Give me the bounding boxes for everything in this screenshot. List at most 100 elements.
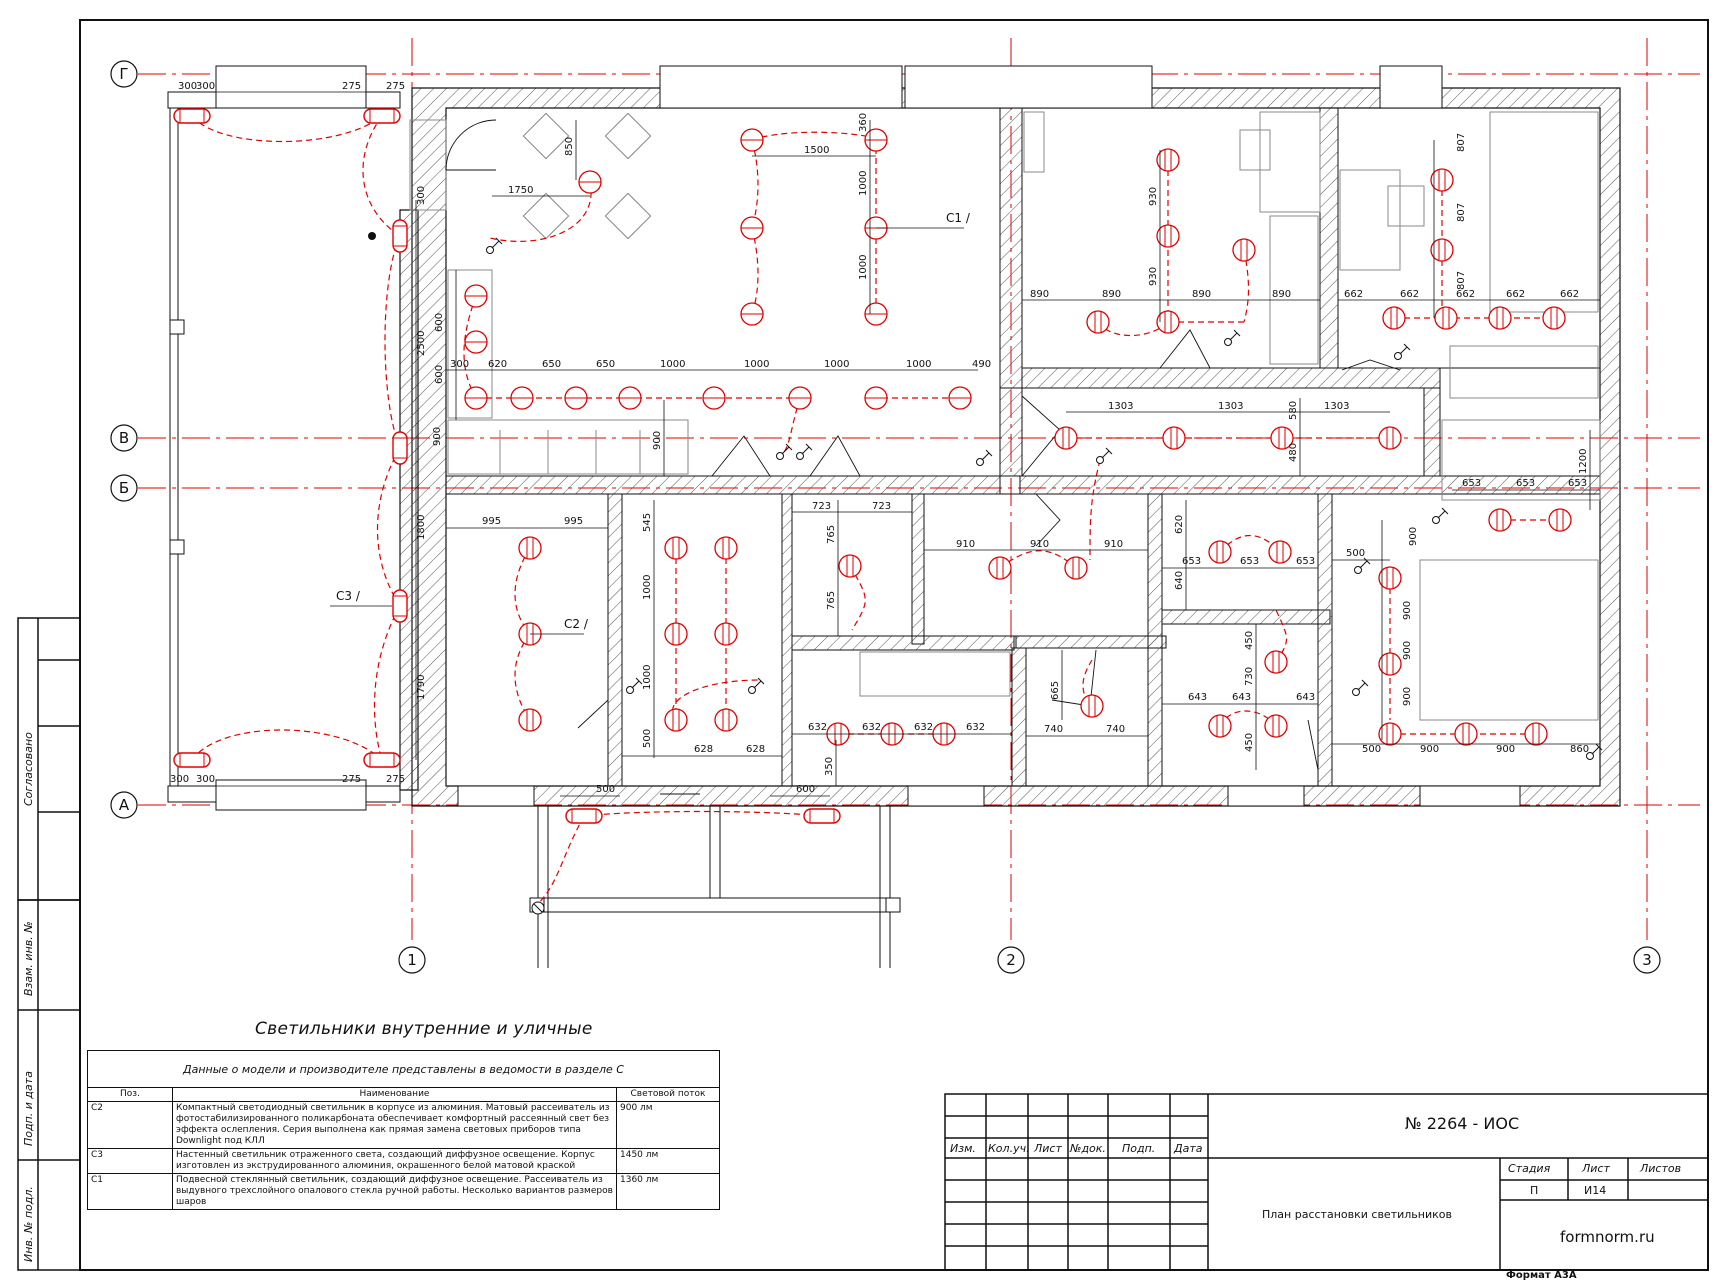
axis-label-b: Б [119,479,129,497]
dim-label: 620 [488,359,507,370]
dim-label: 600 [796,784,815,795]
sheets-label: Листов [1640,1162,1682,1175]
dim-label: 643 [1188,692,1207,703]
lamps-c3 [173,108,841,824]
stamp-agreed: Согласовано [22,732,35,806]
sheet-label: Лист [1582,1162,1610,1175]
dim-label: 500 [1346,548,1365,559]
stamp-inv-orig: Инв. № подл. [22,1186,35,1262]
dim-label: 900 [1496,744,1515,755]
callout-c3: С3 / [336,589,361,603]
dim-label: 300 [170,774,189,785]
dim-label: 1000 [660,359,685,370]
dim-label: 860 [1570,744,1589,755]
tb-col-kol: Кол.уч. [988,1142,1030,1155]
dim-label: 665 [1050,681,1061,700]
axis-label-a: А [119,796,130,814]
spec-name: Настенный светильник отраженного света, … [172,1148,617,1174]
dim-label: 662 [1400,289,1419,300]
axis-bubbles: Г В Б А 1 2 3 [110,60,1661,974]
dim-label: 580 [1288,401,1299,420]
format-label: Формат А3А [1506,1270,1577,1281]
dim-label: 890 [1102,289,1121,300]
dim-label: 900 [652,431,663,450]
dim-label: 650 [542,359,561,370]
dim-label: 730 [1244,667,1255,686]
spec-name: Подвесной стеклянный светильник, создающ… [172,1173,617,1210]
dim-label: 890 [1192,289,1211,300]
spec-col-name: Наименование [172,1087,617,1102]
tb-col-sign: Подп. [1122,1142,1156,1155]
table-row: С2 Компактный светодиодный светильник в … [87,1101,720,1149]
dim-label: 662 [1506,289,1525,300]
spec-flux: 900 лм [616,1101,720,1149]
dim-label: 632 [914,722,933,733]
dim-label: 662 [1560,289,1579,300]
dim-label: 1000 [858,255,869,280]
tb-col-list: Лист [1034,1142,1062,1155]
dim-label: 653 [1462,478,1481,489]
dim-label: 300 [178,81,197,92]
switches [368,232,1603,760]
dim-label: 300 [196,774,215,785]
sheet-title: План расстановки светильников [1262,1208,1452,1221]
dim-label: 360 [858,113,869,132]
spec-caption: Данные о модели и производителе представ… [87,1050,720,1088]
side-stamp [17,617,81,1271]
dim-label: 900 [432,427,443,446]
dim-label: 450 [1244,631,1255,650]
window-blocks [659,65,903,109]
dim-label: 653 [1240,556,1259,567]
room-outlines [445,107,1601,787]
org-name: formnorm.ru [1560,1228,1655,1246]
dim-label: 600 [434,365,445,384]
left-wall [399,209,419,791]
dimension-labels: 300 300 275 275 300 300 275 275 300 2500… [170,81,1589,795]
spec-col-pos: Поз. [87,1087,173,1102]
stage-label: Стадия [1508,1162,1551,1175]
axis-label-v: В [119,429,129,447]
dim-label: 300 [196,81,215,92]
dim-label: 890 [1272,289,1291,300]
dim-label: 653 [1516,478,1535,489]
dim-label: 807 [1456,133,1467,152]
dim-label: 890 [1030,289,1049,300]
dim-label: 1000 [744,359,769,370]
axis-label-1: 1 [407,951,417,969]
spec-pos: С1 [87,1173,173,1210]
dim-label: 1800 [416,515,427,540]
tb-col-doc: №док. [1070,1142,1106,1155]
bottom-windows [457,785,1521,807]
stamp-inv-ref: Взам. инв. № [22,921,35,996]
spec-heading: Светильники внутренние и уличные [255,1019,593,1039]
dim-label: 910 [1104,539,1123,550]
dim-label: 740 [1106,724,1125,735]
dim-label: 300 [450,359,469,370]
spec-flux: 1360 лм [616,1173,720,1210]
dim-label: 930 [1148,267,1159,286]
dim-label: 600 [434,313,445,332]
dim-label: 1750 [508,185,533,196]
dim-label: 807 [1456,203,1467,222]
dim-label: 765 [826,525,837,544]
dim-label: 740 [1044,724,1063,735]
doc-number: № 2264 - ИОС [1405,1114,1520,1133]
dim-label: 480 [1288,443,1299,462]
table-row: С1 Подвесной стеклянный светильник, созд… [87,1173,720,1210]
dim-label: 1000 [824,359,849,370]
stamp-sign-date: Подп. и дата [22,1071,35,1146]
lamps-c1 [464,128,972,410]
dim-label: 1790 [416,675,427,700]
dim-label: 300 [416,186,427,205]
dim-label: 1000 [642,665,653,690]
dim-label: 275 [342,774,361,785]
dim-label: 1303 [1108,401,1133,412]
dim-label: 723 [812,501,831,512]
sheet-value: И14 [1584,1184,1607,1197]
dim-label: 900 [1408,527,1419,546]
dim-label: 900 [1402,687,1413,706]
dim-label: 650 [596,359,615,370]
dim-label: 490 [972,359,991,370]
dim-label: 640 [1174,571,1185,590]
